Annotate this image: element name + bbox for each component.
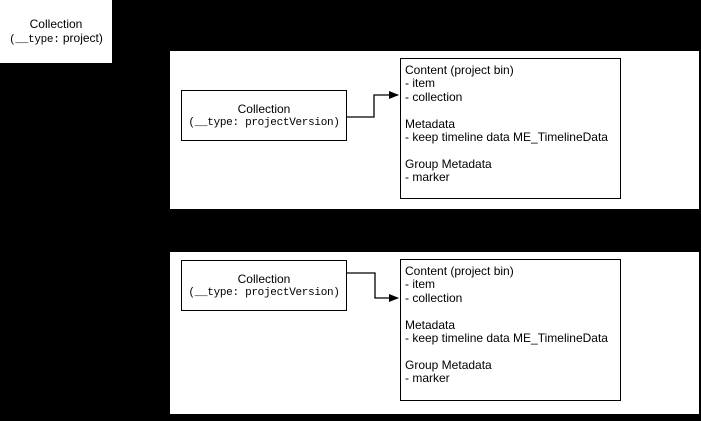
node-collection-project: Collection (__type: project) bbox=[0, 0, 113, 64]
content-line: - item bbox=[405, 277, 435, 292]
content-line bbox=[405, 305, 617, 318]
content-line bbox=[405, 104, 617, 117]
content-line: - marker bbox=[405, 371, 450, 386]
node-collection-projectversion-1: Collection (__type: projectVersion) bbox=[181, 90, 347, 141]
node-type-line: (__type: project) bbox=[9, 31, 103, 47]
node-content-details-2: Content (project bin) - item - collectio… bbox=[400, 259, 621, 401]
content-line: Metadata bbox=[405, 317, 456, 332]
content-line: Metadata bbox=[405, 116, 456, 131]
node-title: Collection bbox=[29, 16, 83, 31]
content-line: - keep timeline data ME_TimelineData bbox=[405, 129, 608, 144]
node-title: Collection bbox=[237, 271, 291, 286]
node-type-line: (__type: projectVersion) bbox=[188, 116, 340, 129]
content-line: Content (project bin) bbox=[405, 63, 514, 77]
content-line: - marker bbox=[405, 170, 450, 185]
content-line: - keep timeline data ME_TimelineData bbox=[405, 330, 608, 345]
content-line: - item bbox=[405, 76, 435, 91]
type-value-text: project) bbox=[59, 30, 103, 45]
content-line: - collection bbox=[405, 290, 463, 305]
node-title: Collection bbox=[237, 101, 291, 116]
content-line: Group Metadata bbox=[405, 357, 492, 372]
content-line: Group Metadata bbox=[405, 156, 492, 171]
node-collection-projectversion-2: Collection (__type: projectVersion) bbox=[181, 260, 347, 311]
content-line bbox=[405, 345, 617, 358]
type-mono-text: (__type: bbox=[9, 33, 60, 46]
node-type-line: (__type: projectVersion) bbox=[188, 286, 340, 299]
content-line: - collection bbox=[405, 89, 463, 104]
node-content-details-1: Content (project bin) - item - collectio… bbox=[400, 58, 621, 199]
content-line bbox=[405, 144, 617, 157]
content-line: Content (project bin) bbox=[405, 264, 514, 278]
